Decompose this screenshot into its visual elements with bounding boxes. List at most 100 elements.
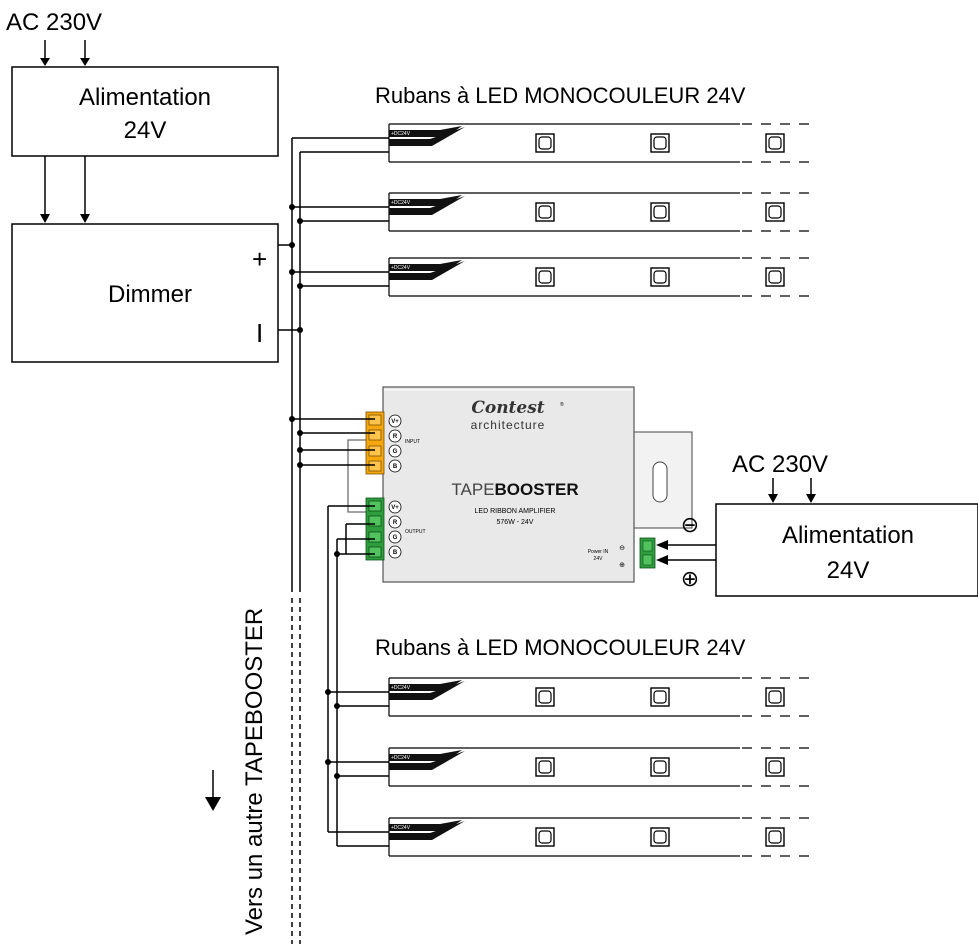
- psu-top-line1: Alimentation: [79, 84, 211, 111]
- booster-brand-reg: ®: [560, 401, 564, 408]
- power-in-label-1: Power IN: [588, 549, 609, 555]
- psu-right-minus: ⊖: [681, 512, 699, 537]
- down-arrow-icon: [205, 770, 221, 811]
- main-bus: [291, 138, 301, 944]
- strips-top-title: Rubans à LED MONOCOULEUR 24V: [375, 83, 746, 108]
- led-lens: [538, 136, 552, 150]
- strip-tag: +DC24V: [391, 265, 411, 271]
- output-pin-b: B: [393, 550, 398, 556]
- psu-right-line2: 24V: [827, 557, 870, 584]
- strip-cable-top: [389, 195, 462, 206]
- wires-to-bottom-strips: [328, 691, 389, 847]
- ac-label-right: AC 230V: [732, 451, 828, 478]
- led-lens: [768, 205, 782, 219]
- led-strip: +DC24V: [388, 747, 815, 787]
- psu-right-wires: [656, 540, 716, 565]
- strip-cable-bottom: [389, 261, 465, 280]
- power-in-label-2: 24V: [594, 556, 604, 562]
- power-in-plus: ⊕: [619, 562, 625, 569]
- led-strip: +DC24V: [388, 123, 815, 163]
- dimmer-box: [11, 223, 279, 363]
- strip-cable-bottom: [389, 196, 465, 215]
- strip-cable-top: [389, 750, 462, 761]
- booster-brand: Contest: [471, 398, 544, 418]
- input-terminal-block: [365, 411, 385, 475]
- input-pins: V+ R G B: [388, 414, 402, 473]
- dimmer-label: Dimmer: [108, 281, 192, 308]
- strip-cable-top: [389, 260, 462, 271]
- output-pins: V+ R G B: [388, 500, 402, 559]
- wires-to-top-strips: [292, 137, 389, 287]
- input-pin-vplus: V+: [391, 419, 399, 425]
- input-label: INPUT: [405, 439, 420, 445]
- booster-sub1: LED RIBBON AMPLIFIER: [475, 508, 556, 515]
- strip-tag: +DC24V: [391, 825, 411, 831]
- psu-right-plus: ⊕: [681, 566, 699, 591]
- strip-tag: +DC24V: [391, 200, 411, 206]
- psu-right-line1: Alimentation: [782, 522, 914, 549]
- booster-brand-sub: architecture: [471, 418, 546, 432]
- dimmer-minus: I: [256, 318, 263, 348]
- output-terminal-block: [365, 497, 385, 561]
- led-lens: [538, 270, 552, 284]
- led-lens: [538, 205, 552, 219]
- booster-name-light: TAPE: [451, 480, 494, 499]
- ac-arrows-top: [40, 40, 90, 66]
- led-lens: [653, 760, 667, 774]
- input-pin-r: R: [393, 434, 398, 440]
- strip-cable-bottom: [389, 127, 465, 146]
- strips-bottom-group: +DC24V +DC24V +DC24V: [388, 677, 815, 857]
- led-strip: +DC24V: [388, 677, 815, 717]
- input-pin-g: G: [393, 449, 398, 455]
- led-lens: [768, 760, 782, 774]
- strip-cable-bottom: [389, 681, 465, 700]
- booster-body: [382, 386, 635, 583]
- dimmer-output-wires: [278, 244, 300, 331]
- continuation-label: Vers un autre TAPEBOOSTER: [241, 608, 268, 935]
- led-lens: [538, 830, 552, 844]
- led-lens: [768, 136, 782, 150]
- ac-label-top: AC 230V: [6, 9, 102, 36]
- led-lens: [653, 690, 667, 704]
- strips-top-group: +DC24V +DC24V +DC24V: [388, 123, 815, 297]
- dimmer-plus: +: [252, 244, 267, 274]
- led-lens: [538, 690, 552, 704]
- led-strip: +DC24V: [388, 192, 815, 232]
- psu-top-line2: 24V: [124, 117, 167, 144]
- led-lens: [768, 690, 782, 704]
- led-strip: +DC24V: [388, 817, 815, 857]
- power-in-minus: ⊖: [619, 545, 625, 552]
- led-lens: [768, 270, 782, 284]
- led-lens: [653, 270, 667, 284]
- power-supply-right: [715, 503, 978, 597]
- strip-tag: +DC24V: [391, 131, 411, 137]
- output-pin-vplus: V+: [391, 505, 399, 511]
- strip-cable-top: [389, 680, 462, 691]
- led-strip: +DC24V: [388, 257, 815, 297]
- booster-name: TAPEBOOSTER: [451, 480, 578, 499]
- led-lens: [538, 760, 552, 774]
- power-supply-top: [11, 66, 279, 157]
- booster-name-bold: BOOSTER: [495, 480, 579, 499]
- strip-tag: +DC24V: [391, 755, 411, 761]
- led-lens: [653, 830, 667, 844]
- led-lens: [653, 136, 667, 150]
- strip-tag: +DC24V: [391, 685, 411, 691]
- input-pin-b: B: [393, 464, 398, 470]
- mount-slot: [652, 461, 668, 503]
- output-pin-g: G: [393, 535, 398, 541]
- wires-bus-to-input: [292, 418, 375, 466]
- led-lens: [768, 830, 782, 844]
- strip-cable-top: [389, 126, 462, 137]
- psu-to-dimmer-arrows: [40, 156, 90, 223]
- output-label: OUTPUT: [405, 529, 426, 535]
- strips-bottom-title: Rubans à LED MONOCOULEUR 24V: [375, 635, 746, 660]
- tapebooster-device: Contest ® architecture TAPEBOOSTER LED R…: [347, 386, 693, 583]
- bus-junctions: [289, 204, 303, 468]
- strip-cable-bottom: [389, 751, 465, 770]
- booster-sub2: 576W - 24V: [497, 519, 534, 526]
- strip-cable-bottom: [389, 821, 465, 840]
- strip-cable-top: [389, 820, 462, 831]
- output-pin-r: R: [393, 520, 398, 526]
